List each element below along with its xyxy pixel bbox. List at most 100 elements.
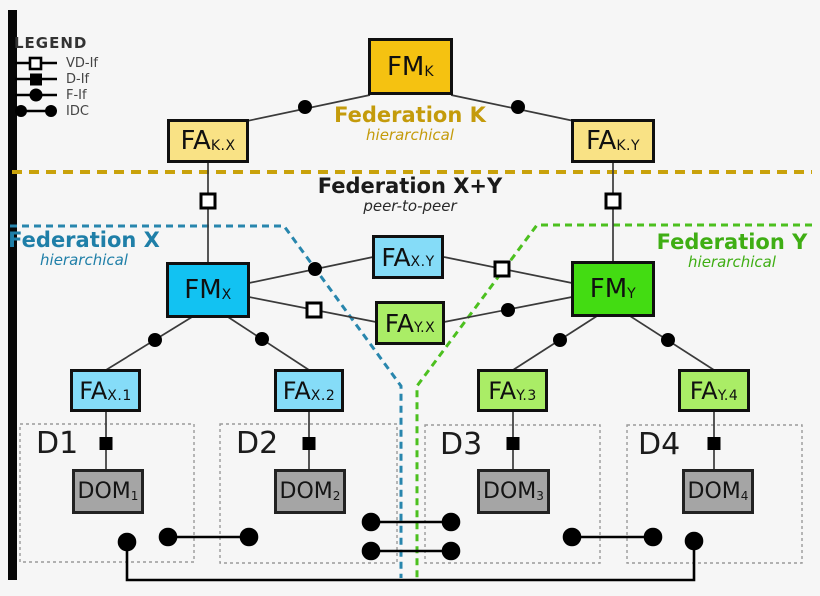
vd-if-icon: [199, 192, 217, 210]
f-if-icon: [148, 333, 162, 347]
domain-d1-boundary: [19, 423, 195, 563]
federation-k-label: Federation K hierarchical: [310, 103, 510, 144]
vd-if-icon: [493, 260, 511, 278]
f-if-legend-icon: [15, 88, 57, 102]
node-sublabel: X: [221, 287, 232, 303]
d-if-icon: [302, 437, 316, 450]
node-sublabel: 3: [536, 488, 544, 503]
domain-d2-boundary: [219, 423, 398, 564]
legend: LEGEND VD-If D-If F-If: [14, 34, 144, 119]
f-if-icon: [511, 100, 525, 114]
legend-item-label: IDC: [66, 103, 89, 119]
vd-if-legend-icon: [15, 56, 57, 71]
node-label: FA: [585, 126, 617, 156]
federation-k-title: Federation K: [334, 103, 486, 127]
node-sublabel: Y.4: [717, 387, 739, 404]
node-label: DOM: [279, 479, 333, 504]
node-label: FA: [384, 308, 414, 338]
federation-y-boundary-dashed-line: [415, 223, 812, 578]
legend-item-f-if: F-If: [14, 87, 144, 103]
domain-d2-label: D2: [236, 426, 279, 461]
node-sublabel: Y: [627, 286, 637, 302]
node-sublabel: 1: [130, 488, 139, 503]
node-sublabel: X.Y: [410, 254, 435, 270]
node-sublabel: Y.3: [516, 387, 537, 404]
idc-endpoint-icon: [684, 531, 704, 551]
node-label: FA: [282, 376, 311, 405]
node-label: FM: [386, 51, 425, 82]
idc-endpoint-icon: [361, 541, 381, 561]
node-sublabel: 2: [332, 488, 341, 503]
federation-k-subtitle: hierarchical: [366, 126, 454, 145]
federation-x-boundary-dashed-line: [10, 224, 403, 578]
idc-endpoint-icon: [158, 527, 178, 547]
f-if-icon: [661, 333, 675, 347]
legend-item-label: F-If: [66, 87, 87, 103]
node-sublabel: X.2: [310, 387, 336, 404]
node-label: DOM: [77, 479, 131, 504]
idc-endpoint-icon: [239, 527, 259, 547]
link-fmx-fax2: [227, 316, 310, 371]
node-label: FM: [184, 275, 222, 305]
node-label: FA: [689, 376, 718, 405]
node-sublabel: Y.X: [413, 320, 436, 336]
federation-xy-label: Federation X+Y peer-to-peer: [300, 174, 520, 215]
f-if-icon: [308, 262, 322, 276]
idc-endpoint-icon: [441, 512, 461, 532]
legend-item-idc: IDC: [14, 103, 144, 119]
idc-link-d1-d4-long: [125, 541, 696, 582]
node-sublabel: K: [424, 63, 435, 80]
legend-title: LEGEND: [14, 34, 88, 52]
node-sublabel: K.X: [210, 138, 236, 154]
d-if-icon: [707, 437, 721, 450]
legend-item-label: VD-If: [66, 55, 99, 71]
node-sublabel: X.1: [107, 387, 132, 404]
federation-x-title: Federation X: [8, 228, 160, 252]
legend-item-vd-if: VD-If: [14, 55, 144, 71]
idc-endpoint-icon: [562, 527, 582, 547]
idc-endpoint-icon: [643, 527, 663, 547]
node-label: DOM: [483, 479, 537, 504]
idc-legend-icon: [15, 105, 57, 117]
node-label: FM: [589, 274, 628, 304]
idc-endpoint-icon: [441, 541, 461, 561]
node-label: DOM: [687, 479, 741, 504]
federation-xy-title: Federation X+Y: [317, 174, 503, 198]
domain-d4-label: D4: [638, 427, 681, 462]
f-if-icon: [255, 332, 269, 346]
node-sublabel: 4: [740, 488, 749, 503]
left-edge-bar: [8, 10, 17, 580]
f-if-icon: [553, 333, 567, 347]
node-label: FA: [381, 242, 411, 272]
federation-y-label: Federation Y hierarchical: [656, 230, 808, 271]
d-if-icon: [99, 437, 113, 450]
domain-d3-label: D3: [440, 427, 483, 462]
vd-if-icon: [604, 192, 622, 210]
legend-item-d-if: D-If: [14, 71, 144, 87]
federation-y-title: Federation Y: [656, 230, 808, 254]
node-sublabel: K.Y: [616, 138, 641, 154]
vd-if-icon: [305, 301, 323, 319]
f-if-icon: [501, 303, 515, 317]
f-if-icon: [298, 100, 312, 114]
federation-y-subtitle: hierarchical: [688, 253, 776, 272]
d-if-icon: [506, 437, 520, 450]
d-if-legend-icon: [15, 73, 57, 86]
federation-x-subtitle: hierarchical: [40, 251, 128, 270]
node-label: FA: [488, 376, 517, 405]
